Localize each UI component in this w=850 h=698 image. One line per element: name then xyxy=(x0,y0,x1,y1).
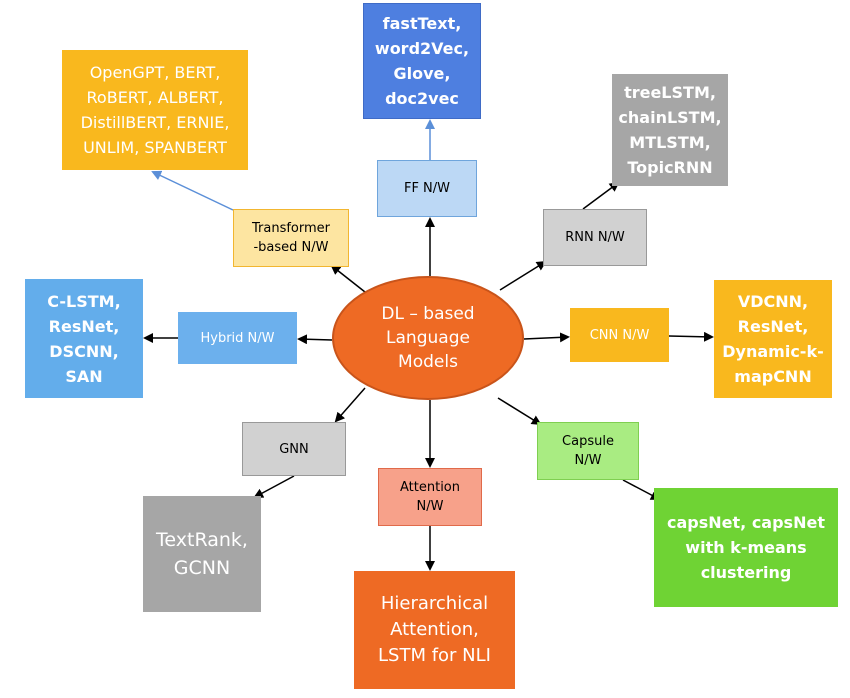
center-label: DL – based Language Models xyxy=(381,304,475,372)
arrow-center-capsule xyxy=(497,397,542,426)
models-cnn: VDCNN, ResNet, Dynamic-k- mapCNN xyxy=(714,280,832,398)
arrow-center-transformer xyxy=(330,264,366,293)
models-hybrid: C-LSTM, ResNet, DSCNN, SAN xyxy=(25,279,143,398)
models-gnn-text: TextRank, GCNN xyxy=(156,529,248,579)
category-hybrid: Hybrid N/W xyxy=(178,312,297,364)
category-cnn: CNN N/W xyxy=(570,308,669,362)
arrow-center-hybrid xyxy=(297,334,333,345)
category-ff-label: FF N/W xyxy=(403,181,451,196)
category-attention: Attention N/W xyxy=(378,468,482,526)
arrow-center-gnn xyxy=(334,387,366,423)
models-cnn-text: VDCNN, ResNet, Dynamic-k- mapCNN xyxy=(722,292,824,386)
category-rnn-label: RNN N/W xyxy=(565,230,625,245)
models-gnn: TextRank, GCNN xyxy=(143,496,261,612)
category-gnn-label: GNN xyxy=(279,441,309,457)
models-rnn-text: treeLSTM, chainLSTM, MTLSTM, TopicRNN xyxy=(618,83,722,177)
arrow-center-cnn xyxy=(523,332,570,343)
models-ff-text: fastText, word2Vec, Glove, doc2vec xyxy=(374,14,470,108)
arrow-gnn-models xyxy=(253,475,295,498)
category-attention-label: Attention N/W xyxy=(400,480,460,514)
category-rnn: RNN N/W xyxy=(543,209,647,266)
category-transformer: Transformer -based N/W xyxy=(233,209,349,267)
category-ff: FF N/W xyxy=(377,160,477,217)
category-hybrid-label: Hybrid N/W xyxy=(200,330,275,346)
models-capsule: capsNet, capsNet with k-means clustering xyxy=(654,488,838,607)
models-attention-text: Hierarchical Attention, LSTM for NLI xyxy=(378,593,491,666)
center-node: DL – based Language Models xyxy=(332,276,524,400)
models-transformer-text: OpenGPT, BERT, RoBERT, ALBERT, DistillBE… xyxy=(80,63,230,157)
category-capsule: Capsule N/W xyxy=(537,422,639,480)
arrow-capsule-models xyxy=(622,479,661,500)
models-transformer: OpenGPT, BERT, RoBERT, ALBERT, DistillBE… xyxy=(62,50,248,170)
category-capsule-label: Capsule N/W xyxy=(562,434,614,468)
models-hybrid-text: C-LSTM, ResNet, DSCNN, SAN xyxy=(47,291,121,386)
arrow-transformer-models xyxy=(151,170,234,211)
models-attention: Hierarchical Attention, LSTM for NLI xyxy=(354,571,515,689)
arrow-rnn-models xyxy=(582,181,620,210)
models-rnn: treeLSTM, chainLSTM, MTLSTM, TopicRNN xyxy=(612,74,728,186)
category-transformer-label: Transformer -based N/W xyxy=(251,221,330,255)
category-cnn-label: CNN N/W xyxy=(589,327,650,343)
arrow-cnn-models xyxy=(668,331,714,342)
arrow-center-rnn xyxy=(499,260,547,291)
models-ff: fastText, word2Vec, Glove, doc2vec xyxy=(363,3,481,119)
category-gnn: GNN xyxy=(242,422,346,476)
models-capsule-text: capsNet, capsNet with k-means clustering xyxy=(667,513,825,582)
